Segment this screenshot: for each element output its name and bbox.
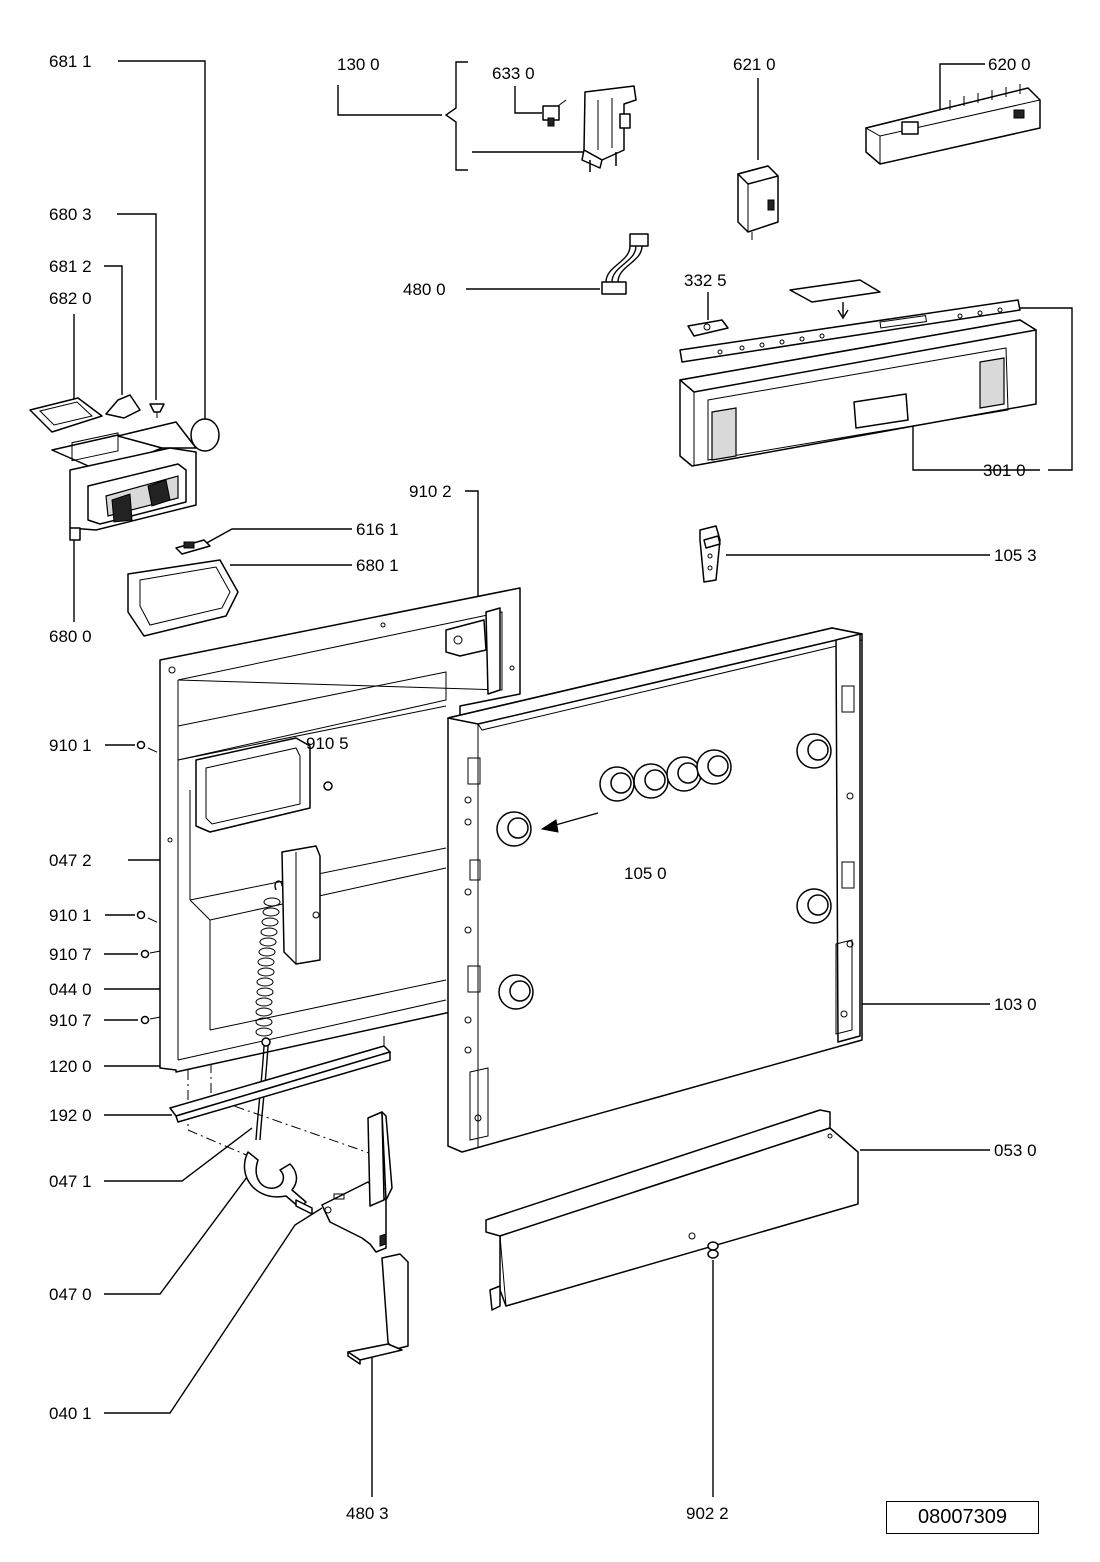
label-040-1: 040 1 — [49, 1404, 92, 1423]
label-682-0: 682 0 — [49, 289, 92, 308]
label-680-3: 680 3 — [49, 205, 92, 224]
label-192-0: 192 0 — [49, 1106, 92, 1125]
outer-door — [447, 627, 863, 1153]
label-480-0: 480 0 — [403, 280, 446, 299]
label-633-0: 633 0 — [492, 64, 535, 83]
drawing-code-box: 08007309 — [886, 1501, 1039, 1534]
label-621-0: 621 0 — [733, 55, 776, 74]
label-047-2: 047 2 — [49, 851, 92, 870]
label-616-1: 616 1 — [356, 520, 399, 539]
control-panel — [679, 279, 1037, 467]
label-301-0: 301 0 — [983, 461, 1026, 480]
screws — [136, 740, 333, 1025]
label-910-7-upper: 910 7 — [49, 945, 92, 964]
label-105-0: 105 0 — [624, 864, 667, 883]
label-680-1: 680 1 — [356, 556, 399, 575]
label-103-0: 103 0 — [994, 995, 1037, 1014]
kick-plate — [485, 1109, 859, 1311]
screw-902-2 — [707, 1241, 719, 1259]
label-680-0: 680 0 — [49, 627, 92, 646]
l-bracket-480-3 — [347, 1253, 409, 1365]
label-681-1: 681 1 — [49, 52, 92, 71]
rail-192-0 — [169, 1036, 391, 1123]
label-044-0: 044 0 — [49, 980, 92, 999]
part-labels: 681 1 680 3 681 2 682 0 680 0 616 1 680 … — [49, 52, 1037, 1523]
label-620-0: 620 0 — [988, 55, 1031, 74]
label-120-0: 120 0 — [49, 1057, 92, 1076]
label-902-2: 902 2 — [686, 1504, 729, 1523]
dispenser-group — [29, 394, 239, 637]
hinge-mechanism — [243, 1111, 393, 1253]
label-480-3: 480 3 — [346, 1504, 389, 1523]
label-681-2: 681 2 — [49, 257, 92, 276]
inner-door-frame — [159, 587, 521, 1073]
label-910-1-lower: 910 1 — [49, 906, 92, 925]
label-332-5: 332 5 — [684, 271, 727, 290]
label-910-1-upper: 910 1 — [49, 736, 92, 755]
label-910-2: 910 2 — [409, 482, 452, 501]
top-center-parts — [542, 84, 1041, 295]
label-910-7-lower: 910 7 — [49, 1011, 92, 1030]
label-130-0: 130 0 — [337, 55, 380, 74]
label-053-0: 053 0 — [994, 1141, 1037, 1160]
label-047-1: 047 1 — [49, 1172, 92, 1191]
bumpers — [496, 733, 832, 1010]
bracket-105-3 — [699, 525, 721, 583]
label-105-3: 105 3 — [994, 546, 1037, 565]
label-047-0: 047 0 — [49, 1285, 92, 1304]
label-910-5: 910 5 — [306, 734, 349, 753]
